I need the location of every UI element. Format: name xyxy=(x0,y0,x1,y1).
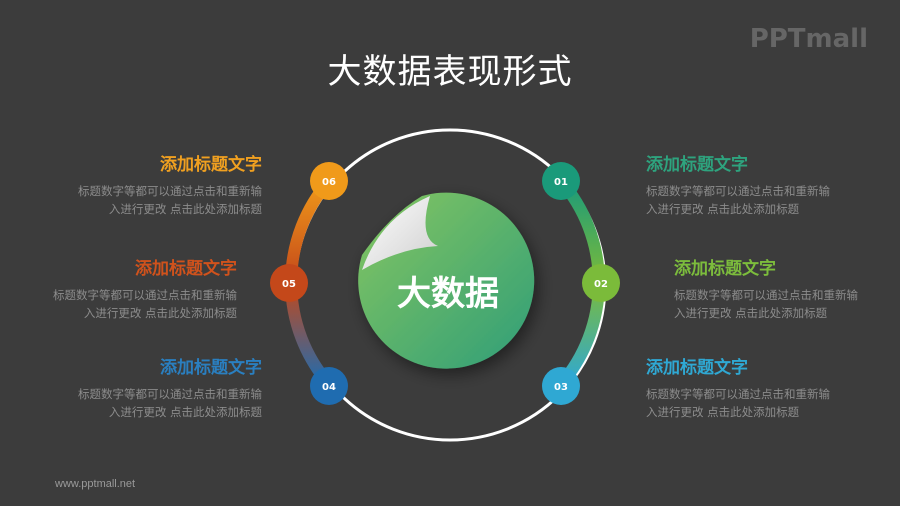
svg-text:01: 01 xyxy=(554,177,568,188)
svg-text:06: 06 xyxy=(322,177,336,188)
node-03: 03 xyxy=(542,367,580,405)
item-01: 添加标题文字 标题数字等都可以通过点击和重新输入进行更改 点击此处添加标题 xyxy=(646,154,886,218)
node-01: 01 xyxy=(542,162,580,200)
item-02-desc[interactable]: 标题数字等都可以通过点击和重新输入进行更改 点击此处添加标题 xyxy=(674,288,858,320)
node-05: 05 xyxy=(270,264,308,302)
svg-text:04: 04 xyxy=(322,382,336,393)
node-02: 02 xyxy=(582,264,620,302)
item-01-heading[interactable]: 添加标题文字 xyxy=(646,155,748,175)
item-03: 添加标题文字 标题数字等都可以通过点击和重新输入进行更改 点击此处添加标题 xyxy=(646,357,886,421)
footer-url: www.pptmall.net xyxy=(55,478,136,490)
item-05: 添加标题文字 标题数字等都可以通过点击和重新输入进行更改 点击此处添加标题 xyxy=(0,258,237,322)
item-05-desc[interactable]: 标题数字等都可以通过点击和重新输入进行更改 点击此处添加标题 xyxy=(53,288,237,320)
item-02: 添加标题文字 标题数字等都可以通过点击和重新输入进行更改 点击此处添加标题 xyxy=(674,258,900,322)
item-03-desc[interactable]: 标题数字等都可以通过点击和重新输入进行更改 点击此处添加标题 xyxy=(646,387,830,419)
item-04-desc[interactable]: 标题数字等都可以通过点击和重新输入进行更改 点击此处添加标题 xyxy=(78,387,262,419)
item-06-desc[interactable]: 标题数字等都可以通过点击和重新输入进行更改 点击此处添加标题 xyxy=(78,184,262,216)
page-curl xyxy=(362,196,438,270)
center-label: 大数据 xyxy=(397,274,499,314)
item-03-heading[interactable]: 添加标题文字 xyxy=(646,358,748,378)
svg-text:02: 02 xyxy=(594,279,608,290)
svg-text:05: 05 xyxy=(282,279,296,290)
item-02-heading[interactable]: 添加标题文字 xyxy=(674,259,776,279)
pptmall-logo: PPTmall xyxy=(749,24,868,54)
item-04: 添加标题文字 标题数字等都可以通过点击和重新输入进行更改 点击此处添加标题 xyxy=(22,357,262,421)
svg-text:03: 03 xyxy=(554,382,568,393)
item-06-heading[interactable]: 添加标题文字 xyxy=(160,155,262,175)
node-06: 06 xyxy=(310,162,348,200)
node-04: 04 xyxy=(310,367,348,405)
item-06: 添加标题文字 标题数字等都可以通过点击和重新输入进行更改 点击此处添加标题 xyxy=(22,154,262,218)
item-01-desc[interactable]: 标题数字等都可以通过点击和重新输入进行更改 点击此处添加标题 xyxy=(646,184,830,216)
item-05-heading[interactable]: 添加标题文字 xyxy=(135,259,237,279)
page-title: 大数据表现形式 xyxy=(327,52,573,92)
item-04-heading[interactable]: 添加标题文字 xyxy=(160,358,262,378)
